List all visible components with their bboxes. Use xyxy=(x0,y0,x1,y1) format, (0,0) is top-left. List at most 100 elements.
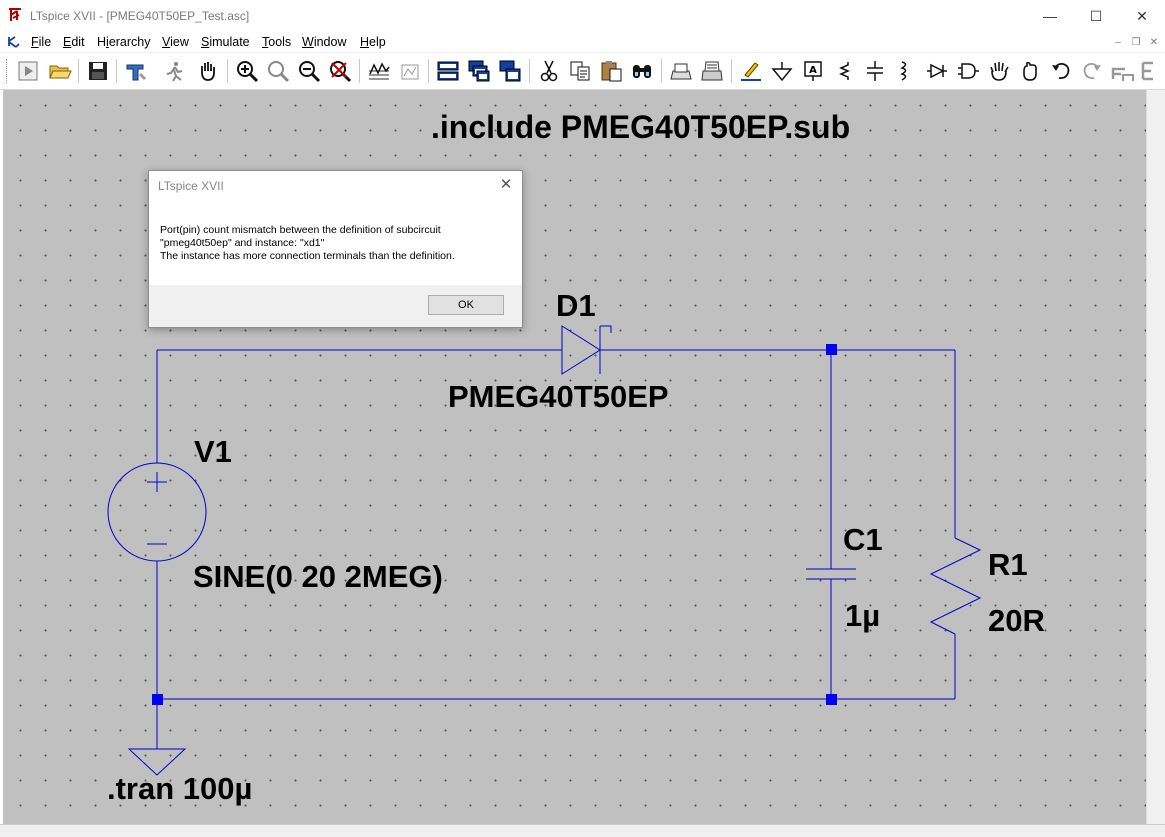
move-button[interactable] xyxy=(987,59,1011,83)
draw-wire-button[interactable] xyxy=(739,59,763,83)
resistor-icon xyxy=(839,62,850,80)
run-button[interactable] xyxy=(16,59,40,83)
redo-button[interactable] xyxy=(1080,59,1104,83)
c1-name-label[interactable]: C1 xyxy=(843,522,883,557)
mdi-close-button[interactable]: ✕ xyxy=(1149,36,1159,48)
toolbar-separator xyxy=(116,59,117,83)
d1-name-label[interactable]: D1 xyxy=(556,288,596,323)
control-panel-icon xyxy=(126,64,146,81)
zoom-cancel-button[interactable] xyxy=(328,59,352,83)
toolbar-separator xyxy=(227,59,228,83)
plot-icon xyxy=(369,62,390,80)
include-directive[interactable]: .include PMEG40T50EP.sub xyxy=(431,109,851,145)
halt-icon xyxy=(166,62,183,82)
inductor-button[interactable] xyxy=(894,59,918,83)
rotate-button[interactable] xyxy=(1111,59,1135,83)
v1-name-label[interactable]: V1 xyxy=(194,434,232,469)
ground-symbol[interactable] xyxy=(127,748,187,776)
menu-help[interactable]: Help xyxy=(360,35,386,49)
maximize-button[interactable]: ☐ xyxy=(1073,0,1119,32)
halt-button[interactable] xyxy=(163,59,187,83)
ltspice-app-icon[interactable] xyxy=(7,7,23,23)
control-panel-button[interactable] xyxy=(124,59,148,83)
vertical-scrollbar[interactable] xyxy=(1146,90,1165,824)
diode-button[interactable] xyxy=(925,59,949,83)
zoom-in-button[interactable] xyxy=(235,59,259,83)
voltage-source-v1[interactable] xyxy=(107,462,207,562)
title-bar: LTspice XVII - [PMEG40T50EP_Test.asc] — … xyxy=(0,0,1165,32)
pan-button[interactable] xyxy=(196,59,220,83)
junction-dot xyxy=(826,694,837,705)
junction-dot xyxy=(152,694,163,705)
zoom-fit-icon xyxy=(268,61,290,83)
dialog-message-line: "pmeg40t50ep" and instance: "xd1" xyxy=(160,237,325,249)
print-preview-button[interactable] xyxy=(669,59,693,83)
save-button[interactable] xyxy=(86,59,110,83)
resistor-r1[interactable] xyxy=(929,537,982,635)
tran-directive[interactable]: .tran 100µ xyxy=(107,771,253,806)
component-icon xyxy=(958,63,979,79)
dialog-title: LTspice XVII xyxy=(158,179,224,193)
cut-icon xyxy=(540,60,558,82)
drag-button[interactable] xyxy=(1018,59,1042,83)
menu-window[interactable]: Window xyxy=(302,35,347,49)
label-net-icon: A xyxy=(804,61,822,81)
schematic-doc-icon[interactable] xyxy=(6,34,22,50)
dialog-close-button[interactable]: ✕ xyxy=(496,174,516,194)
undo-button[interactable] xyxy=(1049,59,1073,83)
find-button[interactable] xyxy=(630,59,654,83)
close-icon: ✕ xyxy=(1136,7,1148,24)
paste-button[interactable] xyxy=(599,59,623,83)
menu-view[interactable]: View xyxy=(162,35,189,49)
print-preview-icon xyxy=(670,63,692,80)
ground-button[interactable] xyxy=(770,59,794,83)
zoom-cancel-icon xyxy=(330,61,352,83)
ok-button[interactable]: OK xyxy=(428,295,504,315)
menu-file[interactable]: File xyxy=(31,35,52,49)
error-dialog: LTspice XVII ✕ Port(pin) count mismatch … xyxy=(148,170,523,328)
status-bar xyxy=(0,824,1165,837)
component-button[interactable] xyxy=(956,59,980,83)
dialog-footer: OK xyxy=(149,285,522,327)
mdi-restore-button[interactable]: ❐ xyxy=(1131,36,1141,48)
print-button[interactable] xyxy=(700,59,724,83)
v1-value-label[interactable]: SINE(0 20 2MEG) xyxy=(193,559,443,594)
open-button[interactable] xyxy=(48,59,72,83)
mirror-button[interactable] xyxy=(1139,59,1161,83)
autorange-button[interactable] xyxy=(398,59,422,83)
dialog-message-line: Port(pin) count mismatch between the def… xyxy=(160,224,441,236)
zoom-in-icon xyxy=(237,61,259,83)
menu-bar: File Edit Hierarchy View Simulate Tools … xyxy=(0,32,1165,53)
zoom-fit-button[interactable] xyxy=(266,59,290,83)
minimize-icon: — xyxy=(1043,8,1057,24)
zoom-out-button[interactable] xyxy=(297,59,321,83)
autorange-icon xyxy=(401,64,419,80)
menu-simulate[interactable]: Simulate xyxy=(201,35,250,49)
r1-value-label[interactable]: 20R xyxy=(988,603,1045,638)
cascade-button[interactable] xyxy=(467,59,491,83)
resistor-button[interactable] xyxy=(832,59,856,83)
minimize-button[interactable]: — xyxy=(1027,0,1073,32)
tile-horizontal-button[interactable] xyxy=(436,59,460,83)
diode-d1[interactable] xyxy=(561,325,612,375)
plot-button[interactable] xyxy=(367,59,391,83)
label-net-button[interactable]: A xyxy=(801,59,825,83)
capacitor-c1[interactable] xyxy=(806,568,856,580)
menu-hierarchy[interactable]: Hierarchy xyxy=(97,35,151,49)
cut-button[interactable] xyxy=(537,59,561,83)
mdi-minimize-button[interactable]: – xyxy=(1115,36,1121,48)
save-icon xyxy=(89,62,107,80)
capacitor-button[interactable] xyxy=(863,59,887,83)
tile-vertical-button[interactable] xyxy=(498,59,522,83)
c1-value-label[interactable]: 1µ xyxy=(845,598,881,633)
toolbar-separator xyxy=(731,59,732,83)
close-button[interactable]: ✕ xyxy=(1119,0,1165,32)
move-icon xyxy=(990,62,1009,81)
menu-tools[interactable]: Tools xyxy=(262,35,292,49)
r1-name-label[interactable]: R1 xyxy=(988,547,1028,582)
capacitor-icon xyxy=(867,61,883,81)
d1-value-label[interactable]: PMEG40T50EP xyxy=(448,379,669,414)
copy-button[interactable] xyxy=(568,59,592,83)
rotate-icon xyxy=(1111,67,1134,81)
menu-edit[interactable]: Edit xyxy=(63,35,85,49)
